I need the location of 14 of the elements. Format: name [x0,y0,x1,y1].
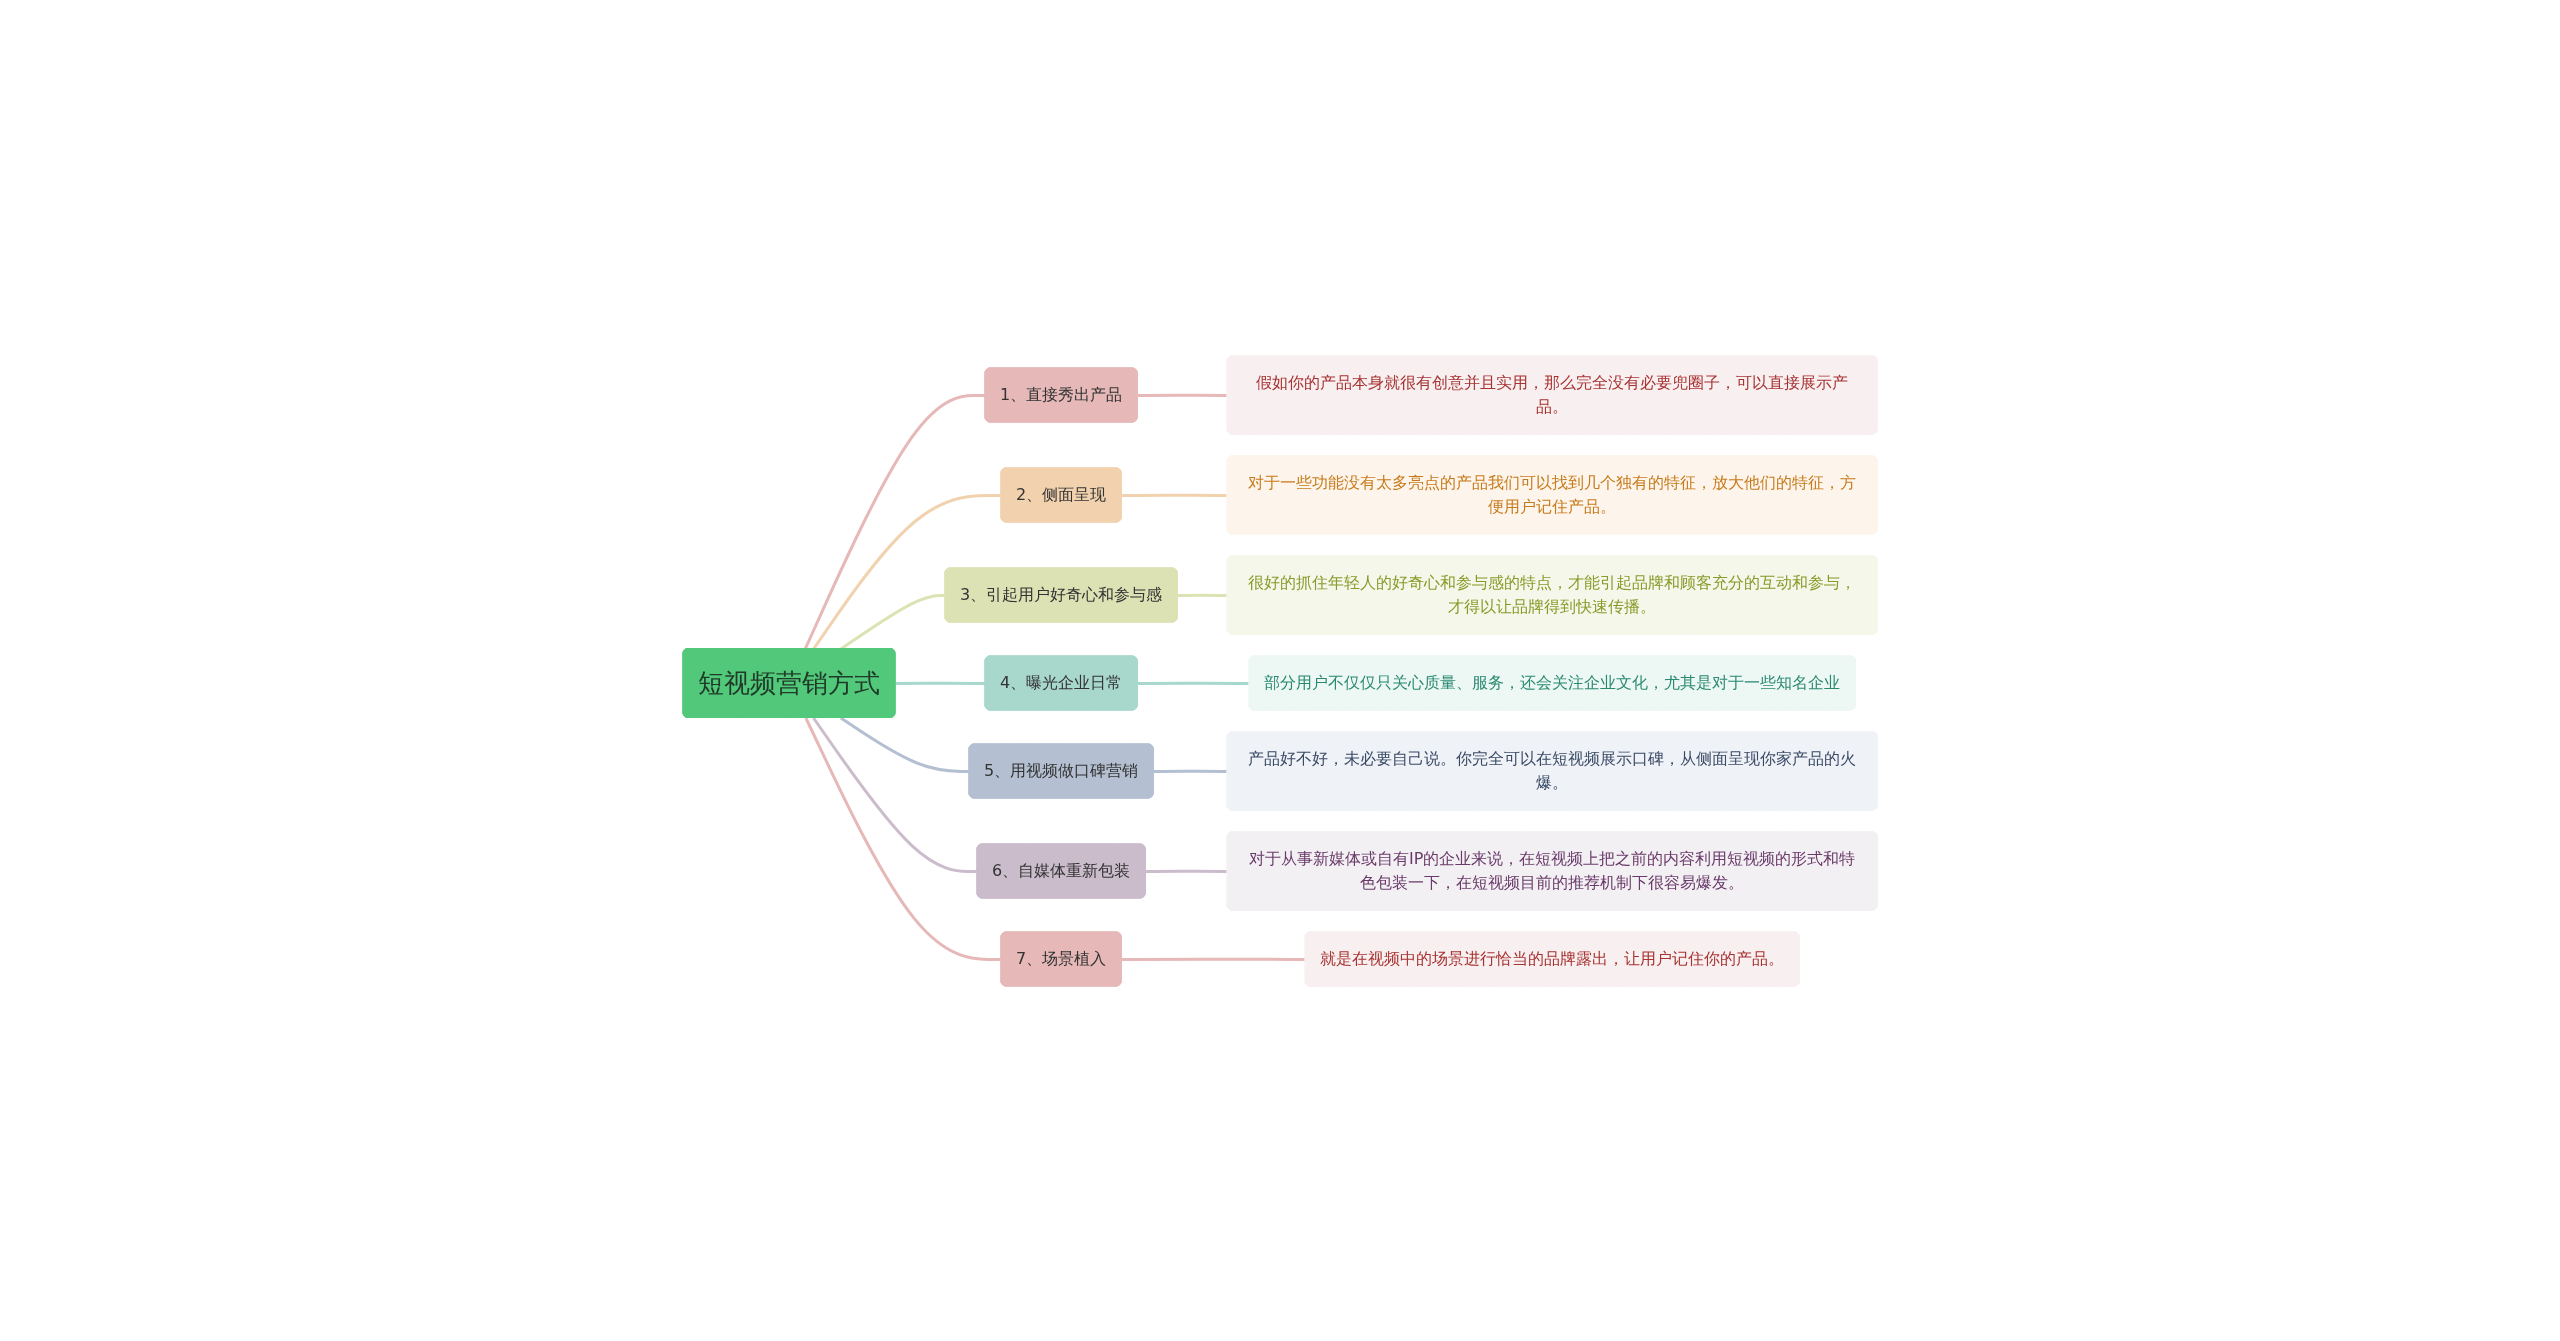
connector [1121,493,1228,497]
connector [812,493,1002,650]
connector [1137,681,1250,685]
connector [1177,593,1228,597]
connector [1145,869,1228,873]
connector [1121,957,1306,961]
connector [804,716,1002,961]
connector [895,681,986,685]
connector [839,593,946,650]
connector [1153,769,1228,773]
connector [803,393,986,650]
connector [812,716,978,873]
connector [839,716,970,773]
connector [1137,393,1228,397]
